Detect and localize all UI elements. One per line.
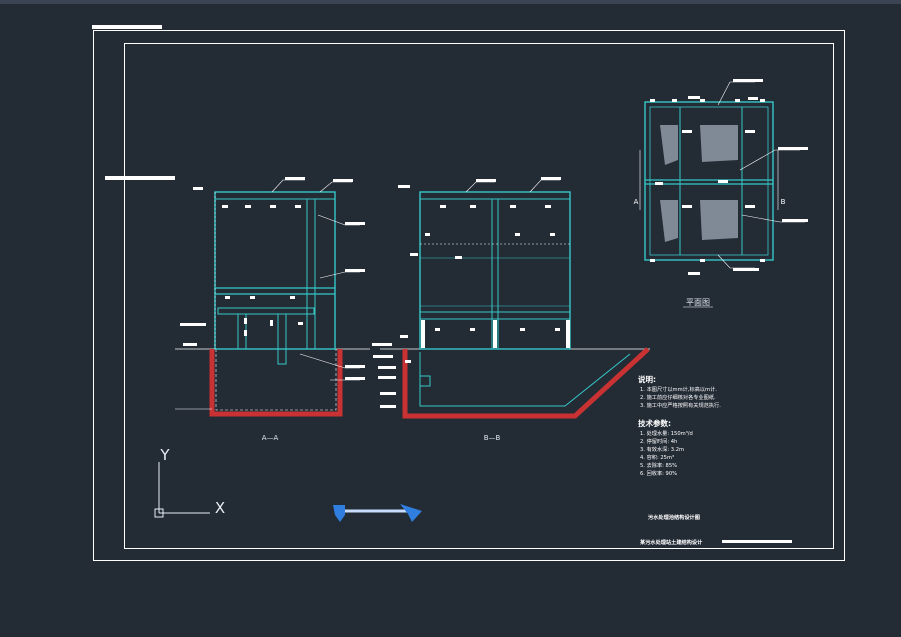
grip-left-handle[interactable] [333, 505, 345, 522]
earth-pit-a [209, 349, 343, 417]
earth-profile-b [402, 347, 650, 419]
section-b-b: B—B [372, 177, 650, 442]
sheet-outer-border [93, 30, 845, 561]
notes-block: 说明: 1. 本图尺寸以mm计,标高以m计. 2. 施工前应仔细核对各专业图纸.… [638, 374, 721, 477]
plan-leaders [639, 81, 805, 269]
inner-column-a [306, 198, 316, 350]
ucs-origin-box [154, 508, 164, 518]
notes-title: 说明: [638, 374, 656, 384]
leader-text-b [372, 177, 561, 408]
tech-line-5: 5. 去除率: 85% [640, 461, 677, 469]
tech-line-2: 2. 停留时间: 4h [640, 437, 677, 445]
tech-title: 技术参数: [638, 418, 671, 428]
dimension-marks-b [421, 205, 570, 348]
floor-slab-b [419, 311, 571, 320]
sheet-top-tag [92, 25, 162, 29]
section-a-a: A—A [175, 177, 370, 442]
building-outline-a [214, 191, 336, 350]
project-name: 某污水处理站土建结构设计 [640, 538, 703, 546]
section-title-bar [105, 176, 175, 180]
leader-text-a [180, 177, 365, 380]
tech-line-4: 4. 容积: 25m³ [640, 453, 674, 461]
step-b [420, 375, 431, 387]
section-marker-a: A [634, 198, 639, 206]
plan-view: A B 平面图 [634, 79, 808, 308]
ucs-y-label: Y [159, 446, 170, 464]
ucs-icon: Y X [154, 446, 225, 518]
sheet-inner-border [124, 43, 834, 549]
mid-column-b [491, 198, 499, 350]
ucs-x-label: X [215, 499, 225, 517]
roof-slab-a [214, 191, 336, 200]
drawing-name: 污水处理池结构设计图 [648, 513, 700, 521]
tech-line-1: 1. 处理水量: 150m³/d [640, 429, 693, 437]
plan-dimension-marks [650, 99, 765, 262]
dimension-marks-a [222, 205, 303, 336]
pit-liner-a [215, 349, 337, 411]
section-a-label: A—A [262, 434, 279, 442]
top-toolbar-strip [0, 0, 901, 4]
lower-beam-a [217, 307, 315, 315]
plan-inner-outline [649, 106, 769, 256]
section-b-label: B—B [484, 434, 501, 442]
notes-line-1: 1. 本图尺寸以mm计,标高以m计. [640, 385, 717, 393]
notes-line-2: 2. 施工前应仔细核对各专业图纸. [640, 393, 716, 401]
plan-outline [644, 101, 774, 261]
notes-line-3: 3. 施工中应严格按照有关规范执行. [640, 401, 721, 409]
hopper-shapes [660, 125, 738, 242]
section-marker-b: B [781, 198, 786, 206]
leader-lines-a [271, 179, 360, 381]
title-block: 污水处理池结构设计图 某污水处理站土建结构设计 [640, 513, 792, 546]
inner-slope-b [419, 352, 631, 407]
grip-arrow[interactable] [333, 504, 422, 522]
tech-line-6: 6. 回收率: 90% [640, 469, 677, 477]
plan-leader-text [688, 79, 808, 275]
lower-column-a2 [277, 313, 287, 365]
roof-slab-b [419, 191, 571, 200]
tech-line-3: 3. 有效水深: 3.2m [640, 445, 684, 453]
title-block-bar [722, 540, 792, 543]
grip-right-handle[interactable] [400, 504, 422, 522]
plan-label: 平面图 [686, 298, 710, 307]
